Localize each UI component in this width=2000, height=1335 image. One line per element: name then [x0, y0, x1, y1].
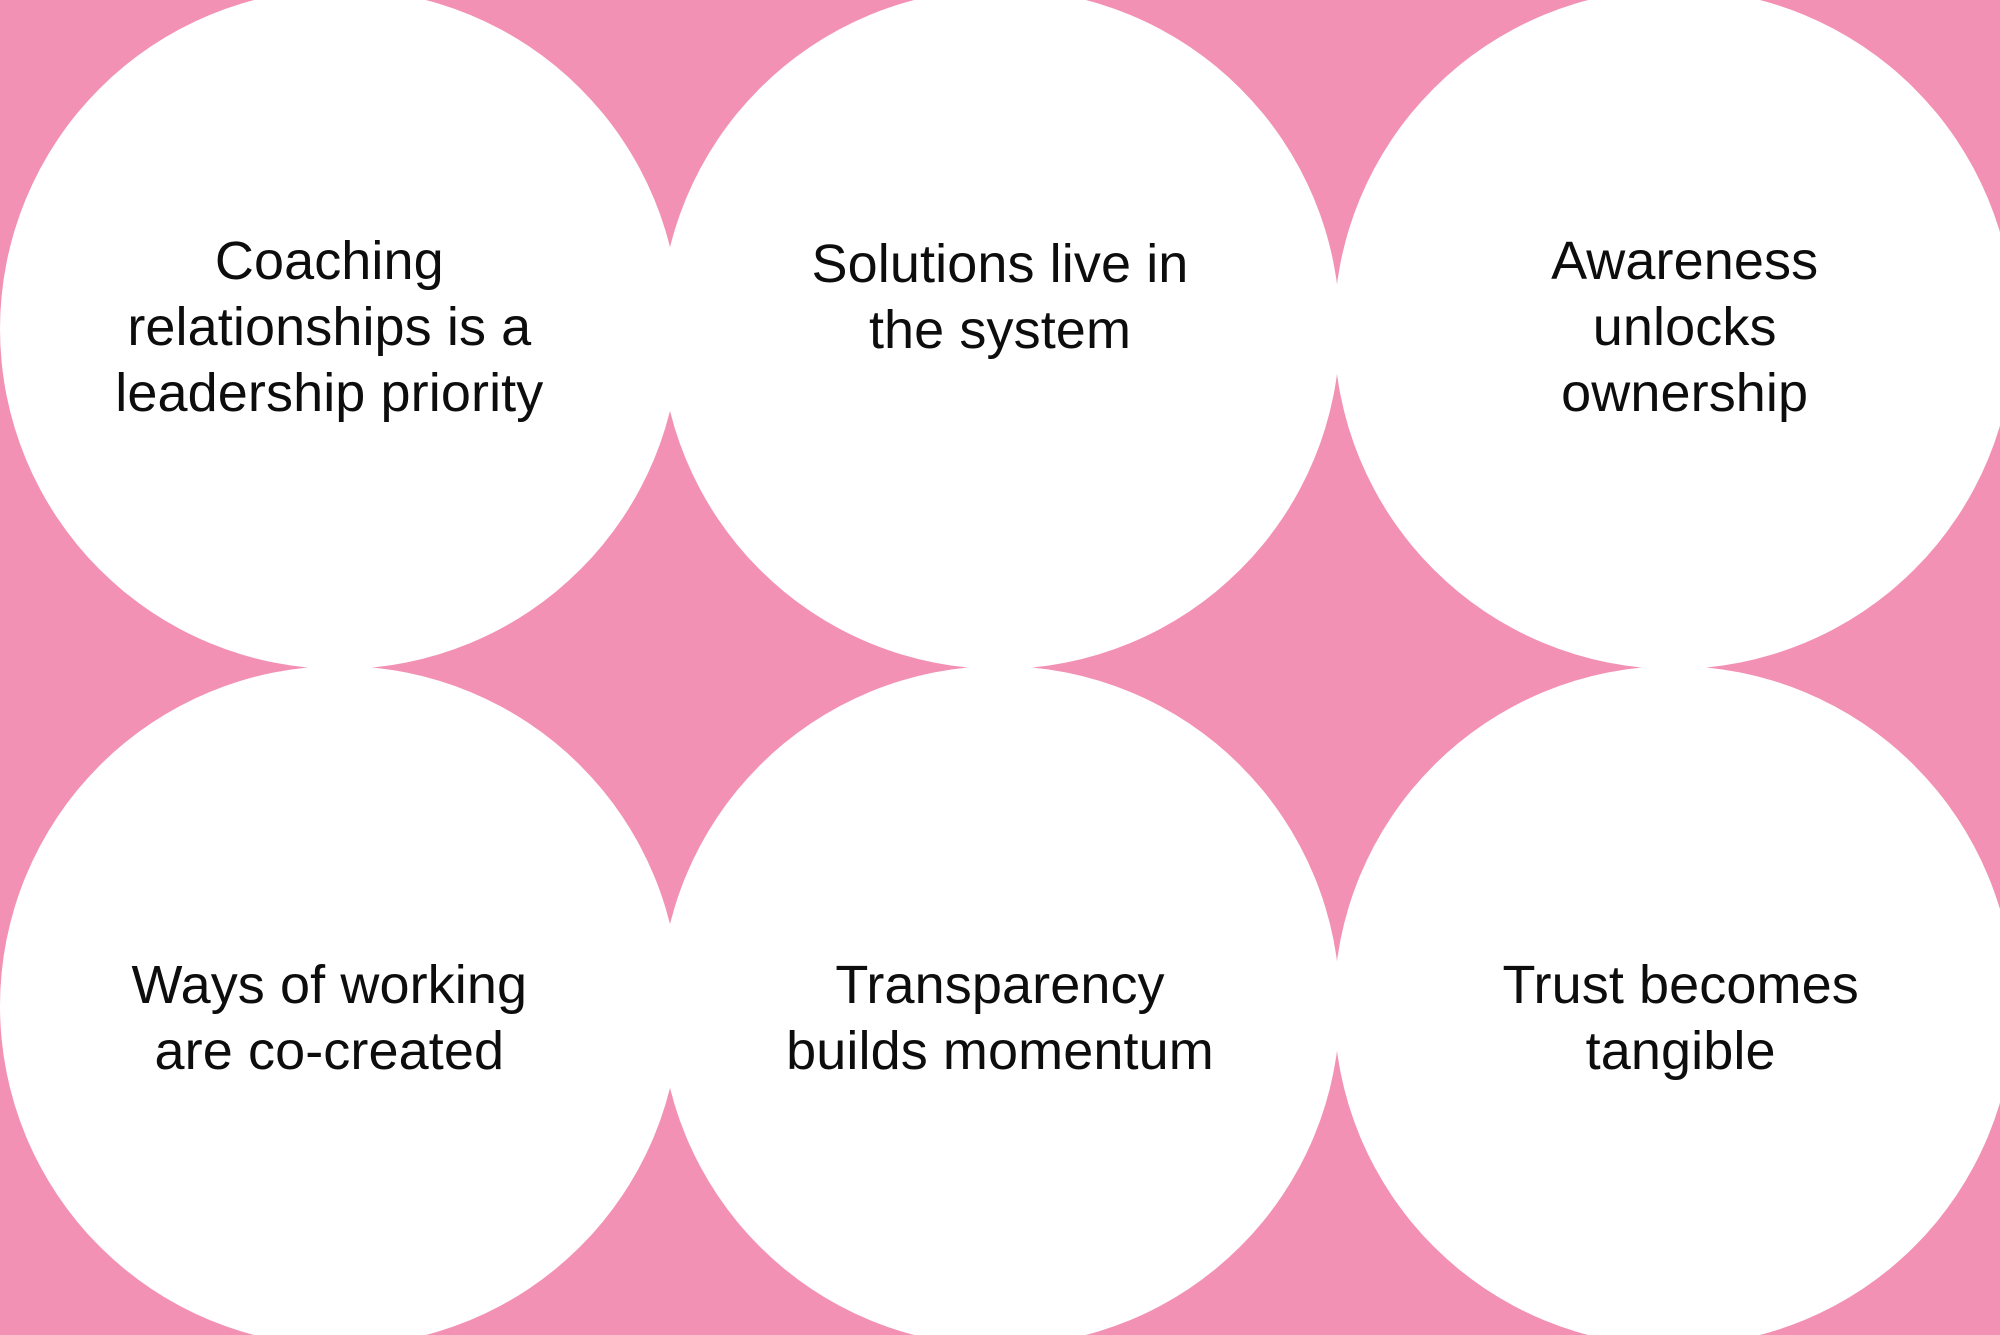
circle-label: Awareness unlocks ownership [1551, 230, 1819, 423]
circle-item-transparency-builds-momentum[interactable]: Transparency builds momentum [659, 666, 1340, 1335]
circle-item-solutions-live-in-the-system[interactable]: Solutions live in the system [659, 0, 1340, 669]
white-circle-shape [1333, 666, 2000, 1335]
circle-label: Solutions live in the system [811, 233, 1189, 360]
white-circle-shape [0, 0, 681, 669]
circle-label: Trust becomes tangible [1502, 955, 1859, 1082]
circle-item-ways-of-working-are-co-created[interactable]: Ways of working are co-created [0, 666, 681, 1335]
white-circle-shape [659, 666, 1340, 1335]
circle-label: Transparency builds momentum [786, 955, 1214, 1082]
white-circle-shape [0, 666, 681, 1335]
circle-item-trust-becomes-tangible[interactable]: Trust becomes tangible [1333, 666, 2000, 1335]
circle-item-coaching-relationships[interactable]: Coaching relationships is a leadership p… [0, 0, 681, 669]
white-circle-shape [659, 0, 1340, 669]
circle-label: Coaching relationships is a leadership p… [115, 230, 544, 423]
circle-label: Ways of working are co-created [131, 955, 528, 1082]
white-circle-shape [1333, 0, 2000, 669]
circle-item-awareness-unlocks-ownership[interactable]: Awareness unlocks ownership [1333, 0, 2000, 669]
